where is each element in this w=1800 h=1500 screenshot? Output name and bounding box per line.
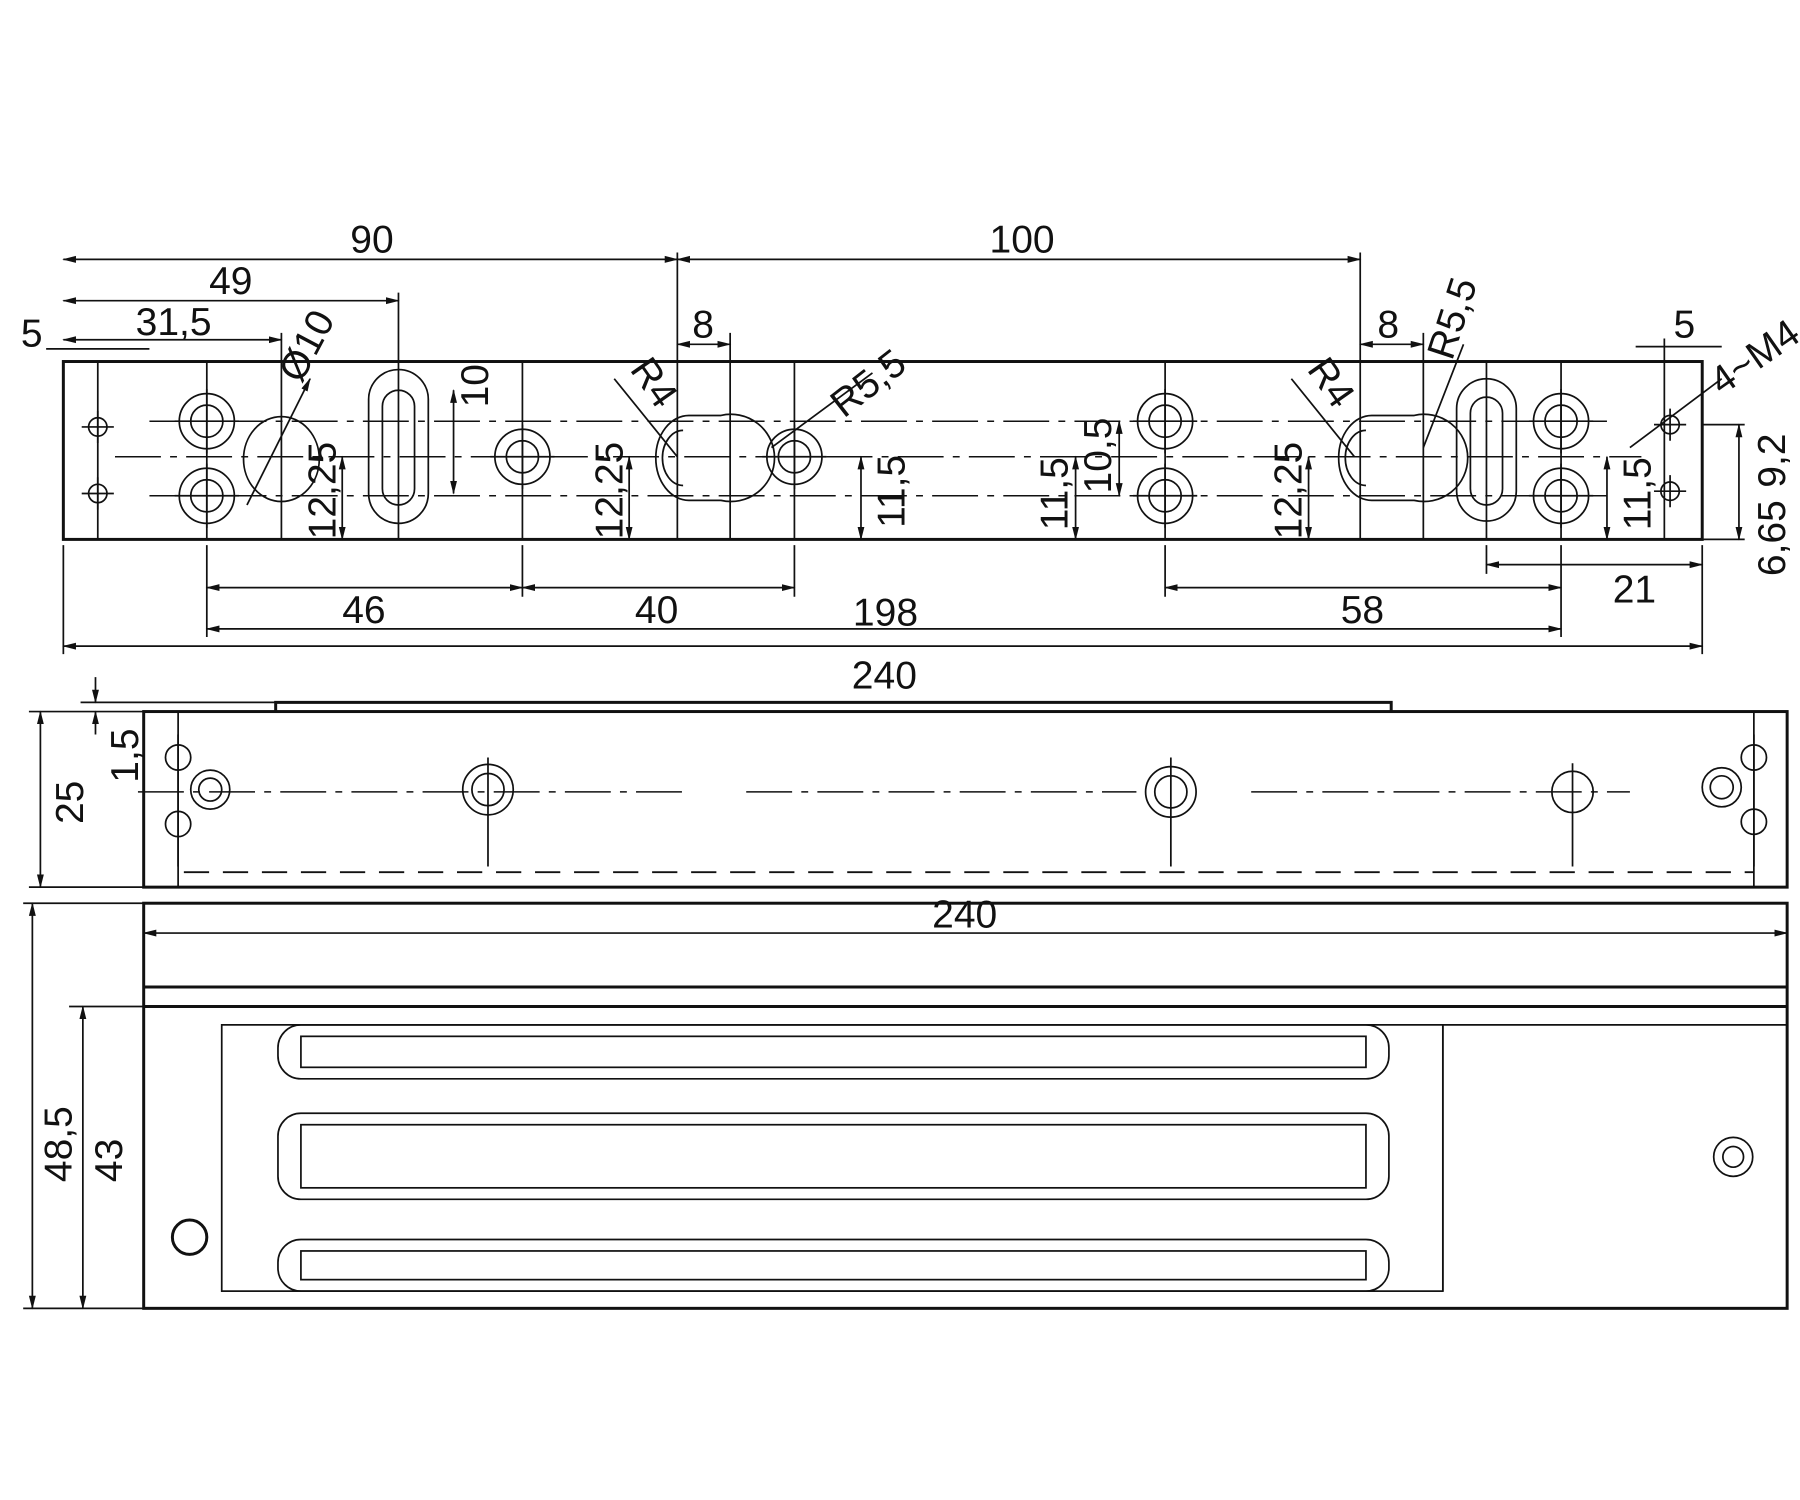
- dim-21: 21: [1613, 569, 1656, 612]
- dim-4-m4: 4~M4: [1702, 311, 1800, 403]
- dim-8-left: 8: [692, 303, 714, 346]
- dim-1-5: 1,5: [104, 728, 147, 782]
- slot-right: [1455, 377, 1518, 522]
- dim-11-5-b: 11,5: [1034, 457, 1077, 530]
- dim-49: 49: [209, 260, 252, 303]
- dim-58: 58: [1341, 589, 1384, 632]
- dim-43: 43: [88, 1139, 131, 1182]
- dim-6-65: 6,65: [1751, 500, 1794, 576]
- dim-9-2: 9,2: [1751, 434, 1794, 488]
- side-view: 25 1,5 240: [28, 677, 1789, 953]
- dim-r5-5-right: R5,5: [1420, 273, 1486, 365]
- dim-12-25-b: 12,25: [588, 442, 631, 540]
- top-view-outline: [61, 360, 1704, 541]
- led-indicator: [1712, 1136, 1754, 1178]
- dim-198: 198: [853, 591, 918, 634]
- dim-48-5: 48,5: [37, 1106, 80, 1182]
- slot-left: [367, 368, 430, 525]
- dim-10: 10: [454, 364, 497, 407]
- front-view: 48,5 43: [23, 901, 1789, 1310]
- dim-240-top: 240: [852, 655, 917, 698]
- mount-hole: [170, 1218, 209, 1256]
- dim-31-5: 31,5: [136, 301, 212, 344]
- dim-40: 40: [635, 589, 678, 632]
- dim-10-5: 10,5: [1077, 418, 1120, 494]
- dim-r4-right: R4: [1299, 350, 1363, 416]
- dim-100: 100: [990, 218, 1055, 261]
- top-view: 90 100 49 31,5 5 8 8 5 Ø10 R4 R5,5 R4 R5…: [21, 218, 1800, 697]
- dim-11-5-a: 11,5: [871, 455, 914, 528]
- dim-12-25-a: 12,25: [301, 442, 344, 540]
- keyhole-right: [1337, 413, 1469, 503]
- keyhole-left: [655, 413, 776, 503]
- dim-8-right: 8: [1377, 303, 1399, 346]
- dim-5-right: 5: [1674, 303, 1696, 346]
- dim-12-25-c: 12,25: [1268, 442, 1311, 540]
- dim-240-side: 240: [932, 893, 997, 936]
- hole-phi10: [242, 415, 321, 503]
- side-holes: [164, 734, 1768, 867]
- front-view-outline: [142, 901, 1789, 1310]
- side-view-outline: [142, 710, 1789, 889]
- magnet-coils: [277, 1024, 1390, 1292]
- dim-11-5-c: 11,5: [1617, 457, 1660, 530]
- dim-90: 90: [350, 218, 393, 261]
- dim-r4-left: R4: [622, 350, 686, 416]
- dim-46: 46: [342, 589, 385, 632]
- dim-25: 25: [49, 781, 92, 824]
- dim-r5-5-left: R5,5: [823, 341, 914, 426]
- dim-5-left: 5: [21, 313, 43, 356]
